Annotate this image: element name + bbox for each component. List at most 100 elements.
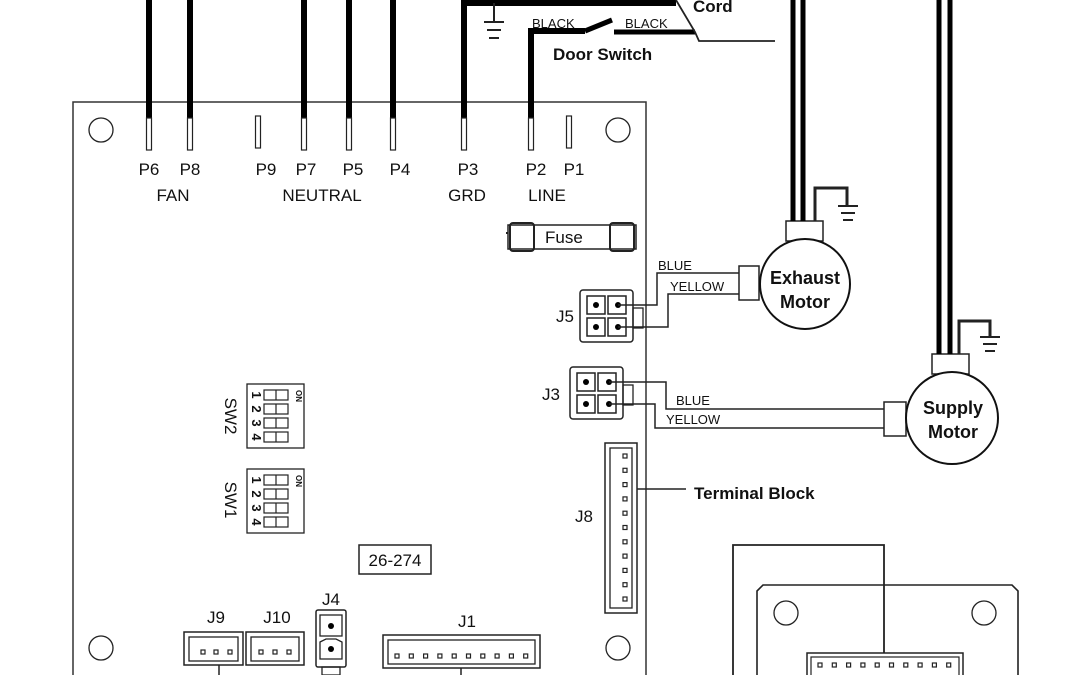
connector-j8-label: J8 xyxy=(575,507,593,526)
door-switch-wire-right: BLACK xyxy=(625,16,668,31)
display-connector-pin xyxy=(946,662,952,668)
connector-j1-label: J1 xyxy=(458,612,476,631)
switch-blade xyxy=(584,17,613,34)
j1-pin xyxy=(465,653,472,659)
terminal-wires xyxy=(146,0,676,118)
terminal-label-p4: P4 xyxy=(390,160,411,179)
j8-pin xyxy=(622,496,628,502)
group-label-neutral: NEUTRAL xyxy=(282,186,361,205)
terminal-label-p2: P2 xyxy=(526,160,547,179)
control-board xyxy=(72,101,647,675)
dip-position-label: 4 xyxy=(249,518,264,526)
board-id: 26-274 xyxy=(369,551,422,570)
display-connector-pin xyxy=(888,662,895,668)
j1-pin xyxy=(494,653,500,659)
display-connector-pin xyxy=(860,662,866,668)
terminal-block-label: Terminal Block xyxy=(694,484,815,503)
mounting-hole-bottom-left xyxy=(88,635,114,661)
group-label-line: LINE xyxy=(528,186,566,205)
supply-motor-wires xyxy=(609,381,884,429)
dip-position-label: 3 xyxy=(249,419,264,426)
supply-motor-ground-wire xyxy=(957,319,992,354)
dip-position-label: 1 xyxy=(249,476,264,483)
supply-ground-icon xyxy=(980,336,1000,352)
dip-position-label: 2 xyxy=(249,405,264,412)
connector-j5: J5 xyxy=(556,289,644,343)
supply-motor-label-2: Motor xyxy=(928,422,978,442)
terminal-pin-p2 xyxy=(527,117,535,151)
terminal-label-p1: P1 xyxy=(564,160,585,179)
connector-j5-label: J5 xyxy=(556,307,574,326)
display-connector-pin xyxy=(831,662,837,668)
terminal-label-p6: P6 xyxy=(139,160,160,179)
j8-pin xyxy=(622,510,628,516)
exhaust-motor-ground-wire xyxy=(813,186,849,221)
display-connector-pin xyxy=(874,662,880,668)
dip-switch-sw1-label: SW1 xyxy=(221,482,240,519)
power-cord: Cord xyxy=(675,0,775,42)
j1-pin xyxy=(523,653,529,659)
door-switch-label: Door Switch xyxy=(553,45,652,64)
j8-pin xyxy=(622,553,628,559)
ground-icon xyxy=(484,3,504,39)
j1-pin xyxy=(394,653,400,659)
mounting-hole-top-left xyxy=(88,117,114,143)
terminal-pin-p6 xyxy=(145,117,153,151)
terminal-pin-p9 xyxy=(254,115,262,149)
group-label-fan: FAN xyxy=(156,186,189,205)
connector-j1: J1 xyxy=(382,612,541,675)
display-mounting-hole-right xyxy=(971,600,997,626)
board-id-box: 26-274 xyxy=(358,544,432,575)
connector-j3: J3 xyxy=(542,366,634,420)
wire-p3-ground xyxy=(461,0,676,118)
exhaust-wire-blue-label: BLUE xyxy=(658,258,692,273)
exhaust-wire-yellow-label: YELLOW xyxy=(670,279,725,294)
exhaust-motor-cable xyxy=(790,0,806,221)
dip-switch-sw1-on-label: ON xyxy=(294,475,303,487)
j1-pin xyxy=(480,653,486,659)
j8-pin xyxy=(622,582,628,588)
supply-motor-cable xyxy=(936,0,953,354)
group-label-grd: GRD xyxy=(448,186,486,205)
terminal-label-p8: P8 xyxy=(180,160,201,179)
j1-pin xyxy=(508,653,514,659)
terminal-pin-p3 xyxy=(460,117,468,151)
connector-j4: J4 xyxy=(315,590,347,675)
connector-j8: J8 Terminal Block xyxy=(575,442,815,614)
display-connector-pin xyxy=(931,662,938,668)
connector-j10-label: J10 xyxy=(263,608,290,627)
exhaust-motor: Exhaust Motor xyxy=(738,220,851,330)
supply-motor-label-1: Supply xyxy=(923,398,983,418)
cord-label: Cord xyxy=(693,0,733,16)
mounting-hole-top-right xyxy=(605,117,631,143)
exhaust-motor-label-2: Motor xyxy=(780,292,830,312)
j1-pin xyxy=(423,653,429,659)
connector-j9-label: J9 xyxy=(207,608,225,627)
j8-pin xyxy=(622,467,628,473)
door-switch: BLACK BLACK Door Switch xyxy=(532,16,695,64)
dip-position-label: 2 xyxy=(249,490,264,497)
dip-switch-sw1[interactable]: SW1 ON 1 2 3 4 xyxy=(221,468,305,534)
terminal-pin-p7 xyxy=(300,117,308,151)
supply-wire-yellow-label: YELLOW xyxy=(666,412,721,427)
j1-pin xyxy=(437,653,443,659)
fuse-label: Fuse xyxy=(545,228,583,247)
supply-motor: Supply Motor xyxy=(883,353,999,465)
j1-pin xyxy=(408,653,414,659)
j1-pin xyxy=(451,653,457,659)
dip-switch-sw2-label: SW2 xyxy=(221,398,240,435)
display-connector-pin xyxy=(845,662,852,668)
j8-pin xyxy=(622,482,628,488)
terminal-pins xyxy=(145,115,573,151)
terminal-pin-p5 xyxy=(345,117,353,151)
wire-p2-line xyxy=(528,28,585,118)
display-mounting-hole-left xyxy=(773,600,799,626)
mounting-hole-bottom-right xyxy=(605,635,631,661)
dip-switch-sw2-on-label: ON xyxy=(294,390,303,402)
terminal-pin-p1 xyxy=(565,115,573,149)
dip-position-label: 3 xyxy=(249,504,264,511)
terminal-pin-p4 xyxy=(389,117,397,151)
exhaust-motor-wires xyxy=(618,272,739,328)
